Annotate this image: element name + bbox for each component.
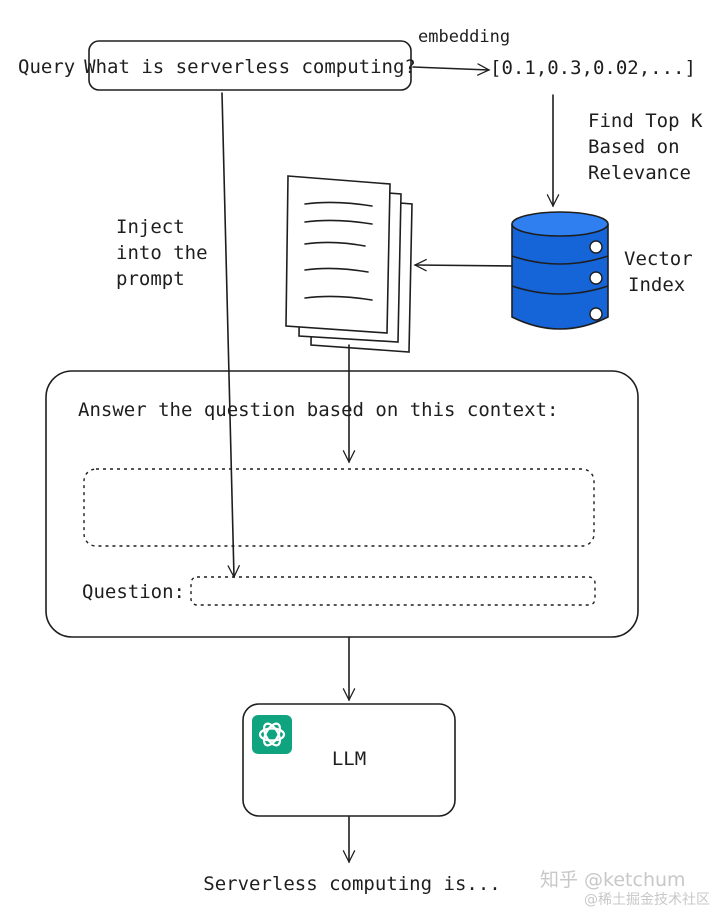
inject-line-3: prompt [116, 268, 185, 290]
openai-logo-icon [252, 715, 292, 754]
retrieval-line-3: Relevance [588, 162, 691, 184]
retrieval-line-1: Find Top K [588, 110, 703, 132]
question-label: Question: [82, 581, 185, 603]
retrieval-line-2: Based on [588, 136, 680, 158]
output-text: Serverless computing is... [203, 873, 500, 895]
embedding-vector: [0.1,0.3,0.02,...] [490, 57, 696, 79]
retrieve-arrow [413, 258, 513, 272]
query-label: Query [18, 56, 75, 78]
inject-arrow [221, 92, 240, 579]
vector-index-line-2: Index [628, 274, 685, 296]
documents-icon [285, 175, 413, 353]
prompt-box: Answer the question based on this contex… [45, 370, 639, 638]
llm-box: LLM [242, 703, 456, 817]
context-slot [83, 468, 595, 547]
question-slot [190, 576, 596, 606]
prompt-instruction: Answer the question based on this contex… [78, 399, 558, 421]
query-text: What is serverless computing? [84, 56, 416, 78]
vector-index-line-1: Vector [624, 248, 693, 270]
embedding-label: embedding [418, 27, 510, 47]
watermark-line-1: 知乎 @ketchum [540, 869, 686, 891]
embedding-arrow [412, 63, 491, 76]
query-box: What is serverless computing? [84, 40, 416, 91]
llm-label: LLM [332, 748, 366, 770]
database-icon [511, 211, 609, 330]
inject-line-2: into the [116, 242, 208, 264]
watermark-line-2: @稀土掘金技术社区 [584, 892, 710, 908]
inject-line-1: Inject [116, 216, 185, 238]
